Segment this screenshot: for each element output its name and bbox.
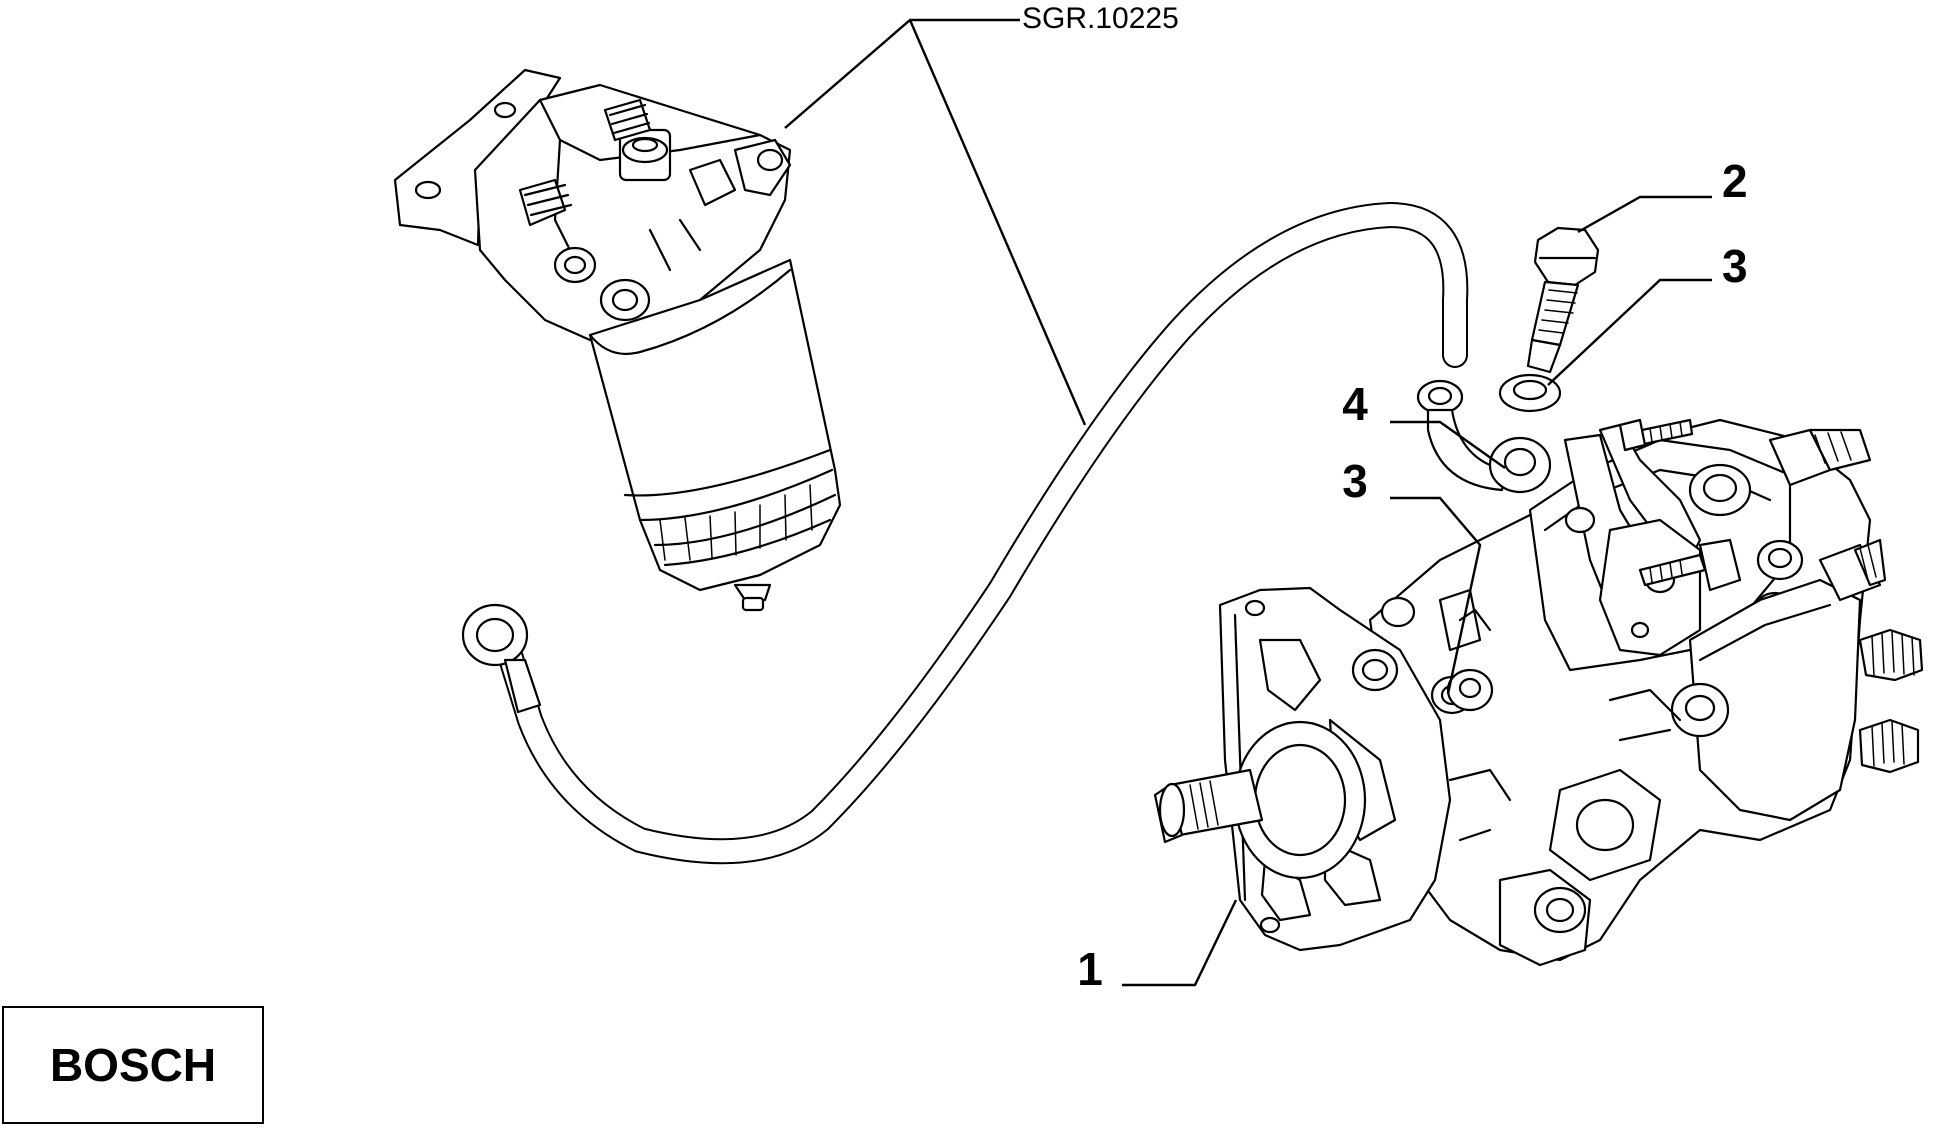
fuel-hose: [461, 202, 1469, 865]
banjo-fitting: [1416, 379, 1552, 494]
callout-4: 4: [1342, 378, 1368, 430]
sealing-washer-upper: [1498, 373, 1562, 413]
callout-1: 1: [1077, 943, 1103, 995]
reference-code: SGR.10225: [1022, 2, 1179, 35]
fuel-filter-assembly: [393, 68, 842, 612]
brand-label: BOSCH: [49, 1039, 217, 1091]
banjo-bolt: [1526, 226, 1600, 374]
reference-leader: [784, 18, 1087, 426]
callout-3-lower: 3: [1342, 455, 1368, 507]
callout-leaders: [1122, 195, 1712, 987]
injection-pump: [1153, 418, 1924, 967]
brand-label-box: BOSCH: [2, 1006, 264, 1124]
callout-2: 2: [1722, 155, 1748, 207]
callout-3-upper: 3: [1722, 240, 1748, 292]
